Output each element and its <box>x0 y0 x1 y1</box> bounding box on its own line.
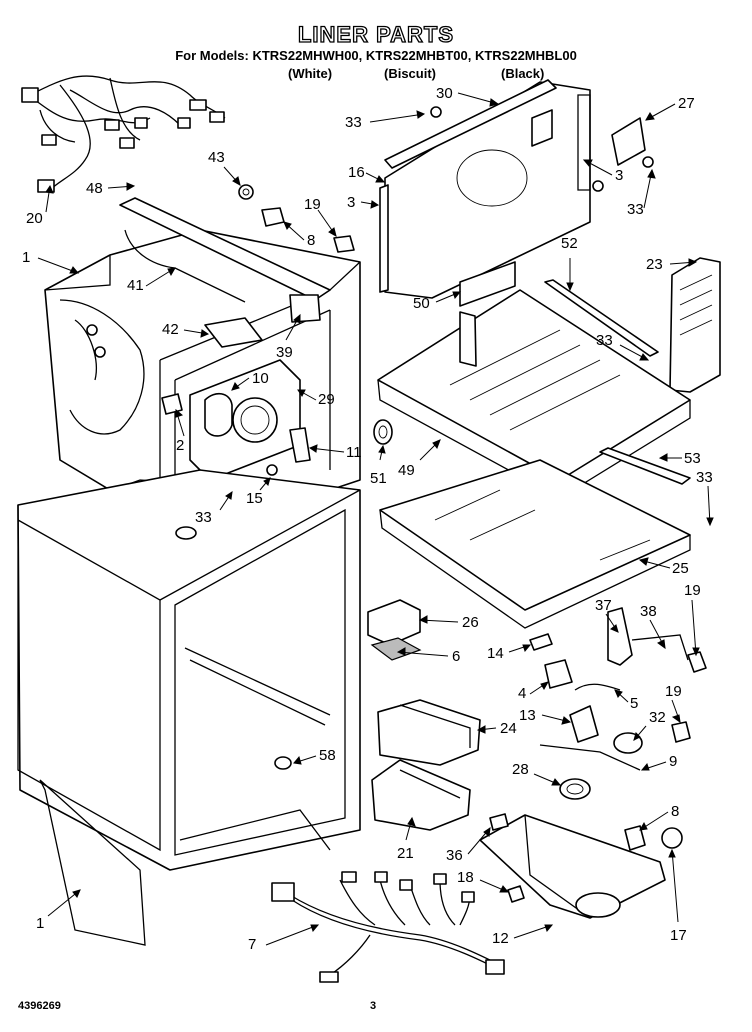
callout-label: 29 <box>318 391 335 408</box>
variant-white: (White) <box>288 66 333 81</box>
callout-label: 27 <box>678 95 695 112</box>
callout-label: 26 <box>462 614 479 631</box>
model-list: For Models: KTRS22MHWH00, KTRS22MHBT00, … <box>175 48 577 63</box>
callout-labels: 30 27 33 43 16 3 3 33 48 19 20 1 8 52 23… <box>22 85 713 953</box>
callout-label: 11 <box>346 444 362 461</box>
callout-label: 20 <box>26 210 43 227</box>
callout-label: 33 <box>345 114 362 131</box>
rear-air-duct-panel <box>379 79 654 299</box>
evaporator-fan-assembly <box>161 359 311 494</box>
callout-label: 19 <box>665 683 682 700</box>
variant-biscuit: (Biscuit) <box>384 66 436 81</box>
callout-label: 1 <box>22 249 30 266</box>
light-housing <box>479 813 683 919</box>
callout-label: 2 <box>176 437 184 454</box>
page-number: 3 <box>370 1000 377 1012</box>
callout-label: 33 <box>596 332 613 349</box>
small-hardware-upper <box>238 184 355 253</box>
callout-label: 25 <box>672 560 689 577</box>
callout-label: 42 <box>162 321 179 338</box>
freezer-shelf-rail <box>119 197 331 323</box>
callout-label: 39 <box>276 344 293 361</box>
callout-label: 49 <box>398 462 415 479</box>
callout-label: 16 <box>348 164 365 181</box>
callout-label: 52 <box>561 235 578 252</box>
callout-label: 36 <box>446 847 463 864</box>
callout-label: 15 <box>246 490 263 507</box>
callout-label: 8 <box>307 232 315 249</box>
freezer-floor <box>379 459 691 629</box>
callout-label: 18 <box>457 869 474 886</box>
temperature-control <box>367 599 553 661</box>
callout-label: 41 <box>127 277 144 294</box>
callout-label: 38 <box>640 603 657 620</box>
callout-label: 14 <box>487 645 504 662</box>
callout-label: 6 <box>452 648 460 665</box>
callout-label: 12 <box>492 930 509 947</box>
callout-label: 51 <box>370 470 387 487</box>
air-damper-control <box>669 257 721 393</box>
callout-label: 3 <box>347 194 355 211</box>
callout-label: 33 <box>696 469 713 486</box>
page-title: LINER PARTS <box>297 21 455 47</box>
callout-label: 13 <box>519 707 536 724</box>
callout-label: 5 <box>630 695 638 712</box>
callout-label: 21 <box>397 845 414 862</box>
callout-label: 1 <box>36 915 44 932</box>
callout-label: 30 <box>436 85 453 102</box>
callout-label: 33 <box>627 201 644 218</box>
crisper-cover-21 <box>371 759 471 831</box>
callout-label: 28 <box>512 761 529 778</box>
shelf-rail-right <box>599 447 691 485</box>
cover-plate <box>204 317 263 348</box>
fresh-food-liner <box>17 469 361 946</box>
callout-label: 58 <box>319 747 336 764</box>
callout-label: 32 <box>649 709 666 726</box>
callout-label: 7 <box>248 936 256 953</box>
wire-harness-upper <box>21 75 226 193</box>
callout-label: 37 <box>595 597 612 614</box>
callout-label: 48 <box>86 180 103 197</box>
freezer-shelf <box>377 261 691 499</box>
callout-label: 53 <box>684 450 701 467</box>
shelf-roller <box>373 419 393 445</box>
callout-label: 19 <box>684 582 701 599</box>
callout-label: 17 <box>670 927 687 944</box>
callout-label: 19 <box>304 196 321 213</box>
callout-label: 24 <box>500 720 517 737</box>
callout-label: 50 <box>413 295 430 312</box>
callout-label: 4 <box>518 685 526 702</box>
light-assembly <box>539 607 707 800</box>
callout-label: 8 <box>671 803 679 820</box>
callout-label: 43 <box>208 149 225 166</box>
wire-harness-lower <box>271 871 505 983</box>
leader-lines <box>37 92 714 946</box>
callout-label: 3 <box>615 167 623 184</box>
callout-label: 10 <box>252 370 269 387</box>
callout-label: 9 <box>669 753 677 770</box>
document-number: 4396269 <box>18 1000 61 1012</box>
variant-black: (Black) <box>501 66 545 81</box>
crisper-cover-24 <box>377 699 481 766</box>
callout-label: 33 <box>195 509 212 526</box>
callout-label: 23 <box>646 256 663 273</box>
